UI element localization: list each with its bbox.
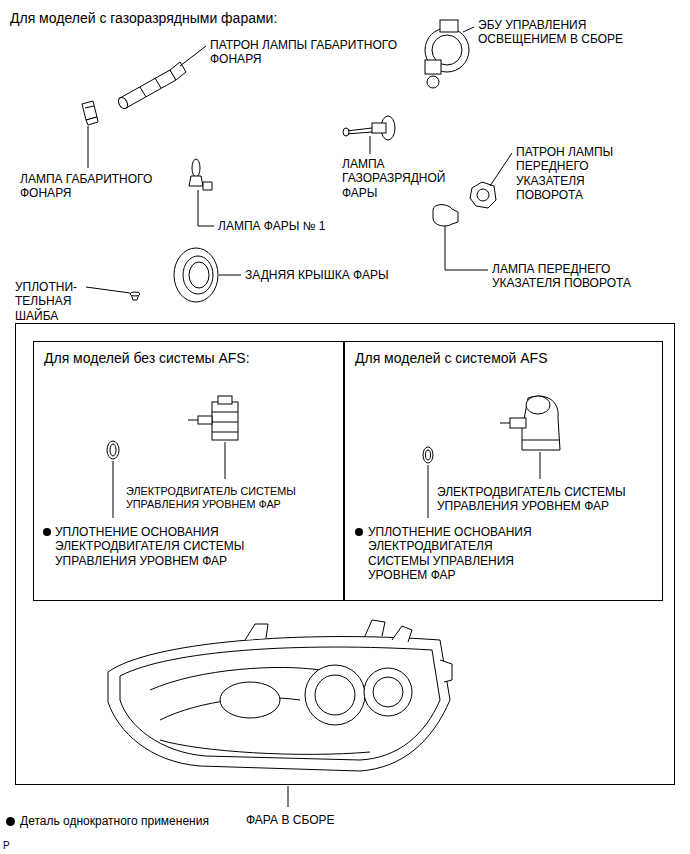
- part-name: ЗАДНЯЯ КРЫШКА ФАРЫ: [245, 268, 389, 282]
- page-mark: P: [3, 840, 10, 852]
- part-name: УПЛОТНИ- ТЕЛЬНАЯ ШАЙБА: [15, 280, 95, 323]
- parking-socket: [117, 62, 186, 110]
- headlamp-bulb: [189, 159, 212, 190]
- part-name: ЭБУ УПРАВЛЕНИЯ ОСВЕЩЕНИЕМ В СБОРЕ: [478, 18, 638, 47]
- part-name: УПЛОТНЕНИЕ ОСНОВАНИЯ ЭЛЕКТРОДВИГАТЕЛЯ СИ…: [55, 525, 305, 568]
- washer: [130, 292, 140, 300]
- part-name: ПАТРОН ЛАМПЫ ПЕРЕДНЕГО УКАЗАТЕЛЯ ПОВОРОТ…: [516, 145, 636, 203]
- variant-box: Для моделей с системой AFS ЭЛЕКТРОДВИГАТЕ…: [344, 341, 663, 601]
- part-name: УПЛОТНЕНИЕ ОСНОВАНИЯ ЭЛЕКТРОДВИГАТЕЛЯ СИ…: [368, 525, 548, 583]
- legend-text: Деталь однократного применения: [20, 814, 209, 828]
- part-name: ЛАМПА ФАРЫ № 1: [218, 219, 326, 233]
- part-name: ЛАМПА ПЕРЕДНЕГО УКАЗАТЕЛЯ ПОВОРОТА: [492, 262, 632, 291]
- part-name: ПАТРОН ЛАМПЫ ГАБАРИТНОГО ФОНАРЯ: [210, 38, 410, 67]
- part-name: ЛАМПА ГАЗОРАЗРЯДНОЙ ФАРЫ: [342, 157, 467, 200]
- group-heading: Для моделей с системой AFS: [355, 350, 547, 367]
- assembly-label: ФАРА В СБОРЕ: [246, 813, 335, 827]
- assembly-frame: ФАРА В СБОРЕДля моделей без системы AFS:…: [15, 323, 675, 785]
- single-use-bullet: [43, 528, 51, 536]
- single-use-bullet: [355, 528, 363, 536]
- legend-bullet: [6, 817, 15, 826]
- part-name: ЛАМПА ГАБАРИТНОГО ФОНАРЯ: [20, 172, 180, 201]
- turn-bulb: [433, 205, 458, 226]
- parking-bulb: [82, 101, 98, 125]
- group-heading: Для моделей без системы AFS:: [44, 350, 250, 367]
- hid-bulb: [343, 116, 395, 140]
- assembly-leader: [288, 786, 289, 807]
- lighting-ecu: [425, 20, 469, 88]
- back-cover: [174, 248, 218, 302]
- diagram-title: Для моделей с газоразрядными фарами:: [10, 10, 277, 27]
- leader-lines: [86, 27, 512, 293]
- part-name: ЭЛЕКТРОДВИГАТЕЛЬ СИСТЕМЫ УПРАВЛЕНИЯ УРОВ…: [437, 485, 655, 514]
- headlamp-assembly: [108, 620, 452, 771]
- turn-socket: [470, 182, 496, 208]
- variant-box: Для моделей без системы AFS: ЭЛЕКТРОДВИГА…: [33, 341, 344, 601]
- part-name: ЭЛЕКТРОДВИГАТЕЛЬ СИСТЕМЫ УПРАВЛЕНИЯ УРОВ…: [126, 485, 344, 511]
